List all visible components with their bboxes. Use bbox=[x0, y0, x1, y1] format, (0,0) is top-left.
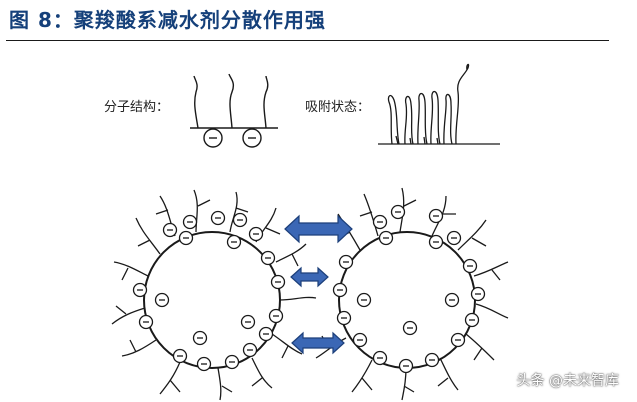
repulsion-arrows bbox=[284, 214, 353, 355]
double-headed-arrow-icon bbox=[290, 266, 329, 288]
figure-title: 图 8：聚羧酸系减水剂分散作用强 bbox=[9, 8, 326, 32]
double-headed-arrow-icon bbox=[291, 331, 345, 355]
double-headed-arrow-icon bbox=[284, 214, 353, 244]
watermark: 头条 @未来智库 bbox=[516, 373, 619, 389]
molecule-structure-icon bbox=[190, 73, 278, 148]
left-particle-polymer-chains bbox=[111, 189, 317, 401]
adsorption-state-label: 吸附状态： bbox=[305, 100, 371, 115]
title-divider bbox=[6, 40, 609, 41]
molecule-structure-label: 分子结构： bbox=[104, 100, 170, 115]
right-particle-negative-charges bbox=[332, 204, 486, 374]
adsorption-state-icon bbox=[378, 63, 500, 145]
